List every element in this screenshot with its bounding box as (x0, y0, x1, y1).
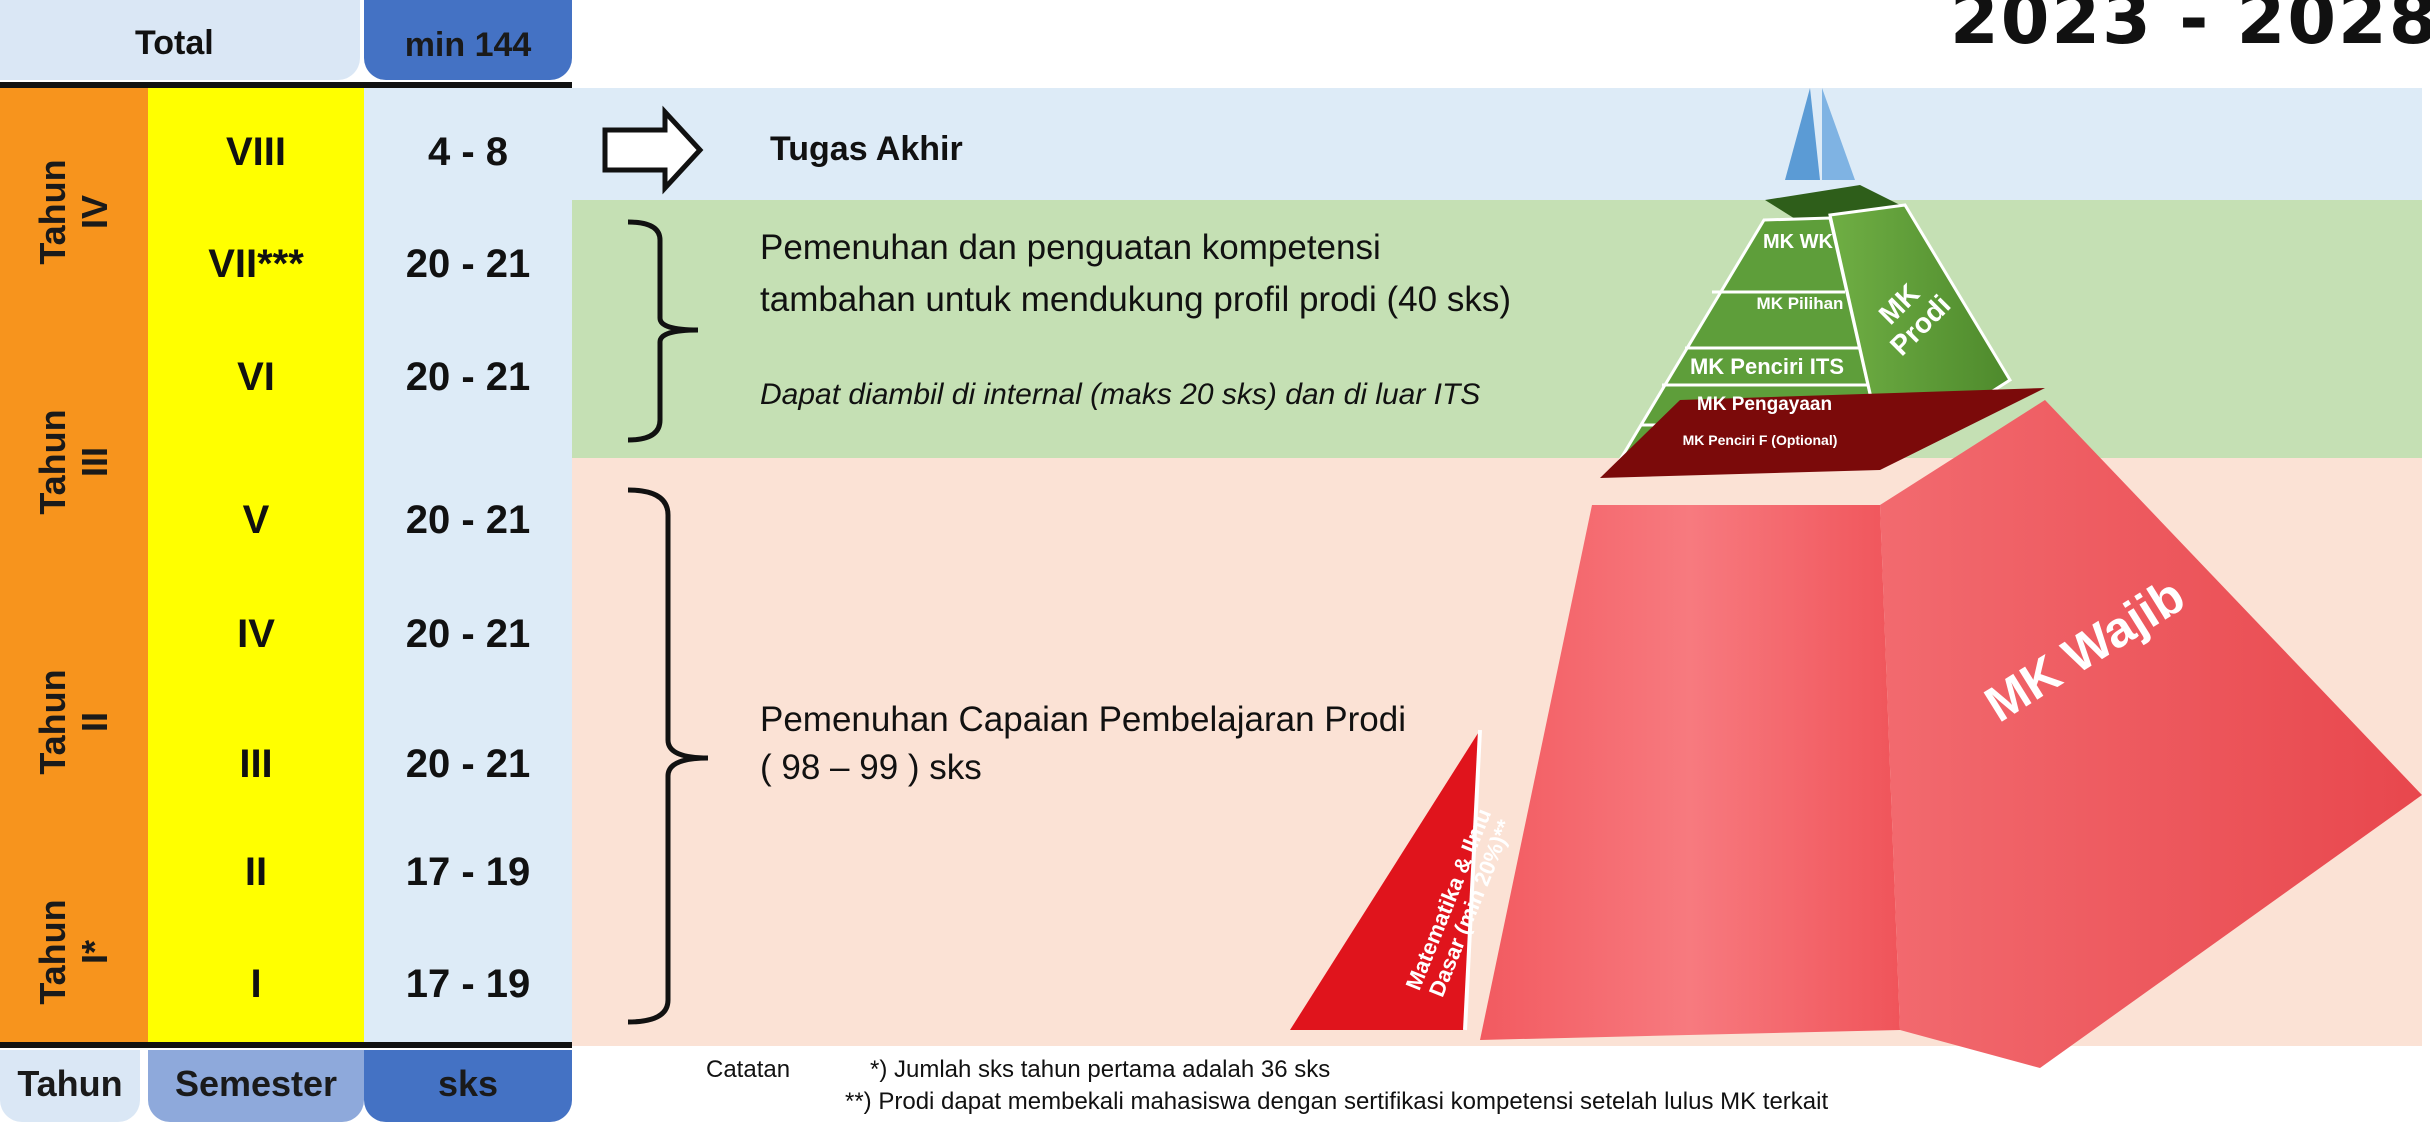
capaian-line2: ( 98 – 99 ) sks (760, 748, 982, 787)
mk-wk-label: MK WK (1763, 231, 1833, 253)
sks-value: 20 - 21 (405, 612, 531, 656)
min-header (364, 0, 572, 80)
kompetensi-line1: Pemenuhan dan penguatan kompetensi (760, 228, 1381, 267)
top-rule (0, 82, 572, 88)
bracket-capaian (627, 487, 709, 1025)
note-2: **) Prodi dapat membekali mahasiswa deng… (845, 1088, 1829, 1115)
total-label: Total (135, 24, 214, 62)
kompetensi-line2: tambahan untuk mendukung profil prodi (4… (760, 280, 1511, 319)
footer-semester: Semester (148, 1050, 364, 1122)
notes-label: Catatan (706, 1056, 791, 1083)
footer-sks: sks (364, 1050, 572, 1122)
note-1: *) Jumlah sks tahun pertama adalah 36 sk… (870, 1056, 1331, 1083)
year-column (0, 85, 148, 1047)
footer-tahun-label: Tahun (17, 1063, 123, 1104)
total-header (0, 0, 360, 80)
pyramid-tip-side (1822, 88, 1855, 180)
footer-semester-label: Semester (174, 1063, 338, 1104)
band-kompetensi (370, 200, 2422, 458)
green-top (1765, 185, 1900, 222)
footer-tahun: Tahun (0, 1050, 140, 1122)
pyramid-tip (1785, 88, 1820, 180)
semester-label: III (239, 742, 273, 786)
mk-penciri-f-label: MK Penciri F (Optional) (1682, 432, 1838, 448)
band-tugas-akhir (370, 88, 2422, 200)
semester-label: VIII (225, 130, 287, 174)
min-label: min 144 (404, 26, 532, 64)
kompetensi-note: Dapat diambil di internal (maks 20 sks) … (760, 378, 1481, 411)
red-top (1600, 388, 2045, 478)
sks-value: 4 - 8 (427, 130, 509, 174)
tugas-akhir-label: Tugas Akhir (770, 130, 963, 168)
red-front (1480, 505, 1900, 1040)
semester-label: V (242, 498, 270, 542)
red-side (1880, 400, 2422, 1068)
capaian-line1: Pemenuhan Capaian Pembelajaran Prodi (760, 700, 1406, 739)
matematika-section (1290, 730, 1480, 1030)
sks-value: 20 - 21 (405, 355, 531, 399)
mk-pengayaan-label: MK Pengayaan (1696, 394, 1833, 415)
mk-pilihan-label: MK Pilihan (1756, 294, 1844, 313)
sks-value: 20 - 21 (405, 498, 531, 542)
semester-label: IV (237, 612, 275, 656)
semester-label: II (244, 850, 268, 894)
semester-label: VI (237, 355, 275, 399)
arrow-right-icon (602, 105, 704, 195)
sks-value: 17 - 19 (405, 962, 531, 1006)
bottom-rule (0, 1042, 572, 1048)
bracket-kompetensi (627, 219, 699, 443)
semester-label: VII*** (208, 242, 304, 286)
sks-value: 20 - 21 (405, 742, 531, 786)
semester-column (148, 85, 364, 1047)
period-title: 2023 - 2028 (1950, 0, 2430, 60)
footer-sks-label: sks (437, 1063, 499, 1104)
semester-label: I (250, 962, 262, 1006)
mk-penciri-its-label: MK Penciri ITS (1689, 354, 1845, 379)
sks-value: 17 - 19 (405, 850, 531, 894)
sks-column (364, 85, 572, 1047)
matematika-divider (1463, 729, 1482, 1031)
sks-value: 20 - 21 (405, 242, 531, 286)
